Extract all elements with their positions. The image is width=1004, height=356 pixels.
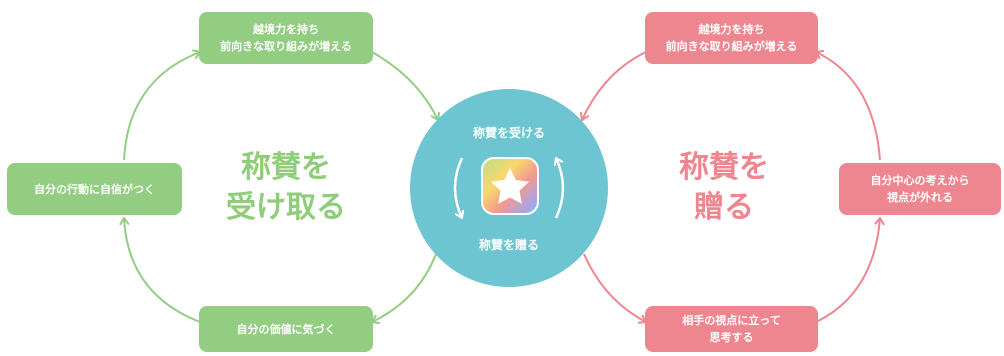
left-top-line2: 前向きな取り組みが増える xyxy=(220,40,352,53)
right-bottom-box: 相手の視点に立って 思考する xyxy=(645,306,818,352)
center-bottom-label: 称賛を贈る xyxy=(478,238,539,252)
left-title-line2: 受け取る xyxy=(226,190,346,225)
pink-arc-center-to-bottom xyxy=(583,253,647,324)
right-title-line1: 称賛を xyxy=(679,150,769,185)
right-top-line2: 前向きな取り組みが増える xyxy=(665,40,798,53)
green-arc-top-to-center xyxy=(371,51,441,121)
left-title-line1: 称賛を xyxy=(241,150,331,185)
left-bottom-box: 自分の価値に気づく xyxy=(199,306,373,352)
right-right-line2: 視点が外れる xyxy=(887,191,953,204)
left-left-line1: 自分の行動に自信がつく xyxy=(34,182,155,196)
right-title-line2: 贈る xyxy=(694,190,754,225)
right-top-box: 越境力を持ち 前向きな取り組みが増える xyxy=(645,12,818,64)
pink-arc-top-to-center xyxy=(579,51,647,121)
center-left-curve-arrow xyxy=(453,157,465,219)
center-right-curve-arrow xyxy=(553,157,565,219)
right-bottom-line1: 相手の視点に立って xyxy=(682,314,781,327)
right-right-line1: 自分中心の考えから xyxy=(870,174,970,187)
left-left-box: 自分の行動に自信がつく xyxy=(7,163,182,215)
left-top-line1: 越境力を持ち xyxy=(252,23,319,36)
left-cycle-title: 称賛を 受け取る xyxy=(196,148,376,228)
green-arc-center-to-bottom xyxy=(371,253,437,325)
right-bottom-line2: 思考する xyxy=(709,331,754,344)
left-bottom-line1: 自分の価値に気づく xyxy=(236,322,336,336)
left-top-box: 越境力を持ち 前向きな取り組みが増える xyxy=(199,12,373,64)
right-top-line1: 越境力を持ち xyxy=(698,23,765,36)
right-cycle-title: 称賛を 贈る xyxy=(634,148,814,228)
pink-arc-bottom-to-right xyxy=(815,217,885,323)
right-right-box: 自分中心の考えから 視点が外れる xyxy=(839,163,1001,215)
pink-arc-right-to-top xyxy=(815,50,881,161)
green-arc-bottom-to-left xyxy=(119,217,201,323)
star-app-icon xyxy=(481,157,539,215)
green-arc-left-to-top xyxy=(123,49,201,161)
center-top-label: 称賛を受ける xyxy=(472,126,545,140)
